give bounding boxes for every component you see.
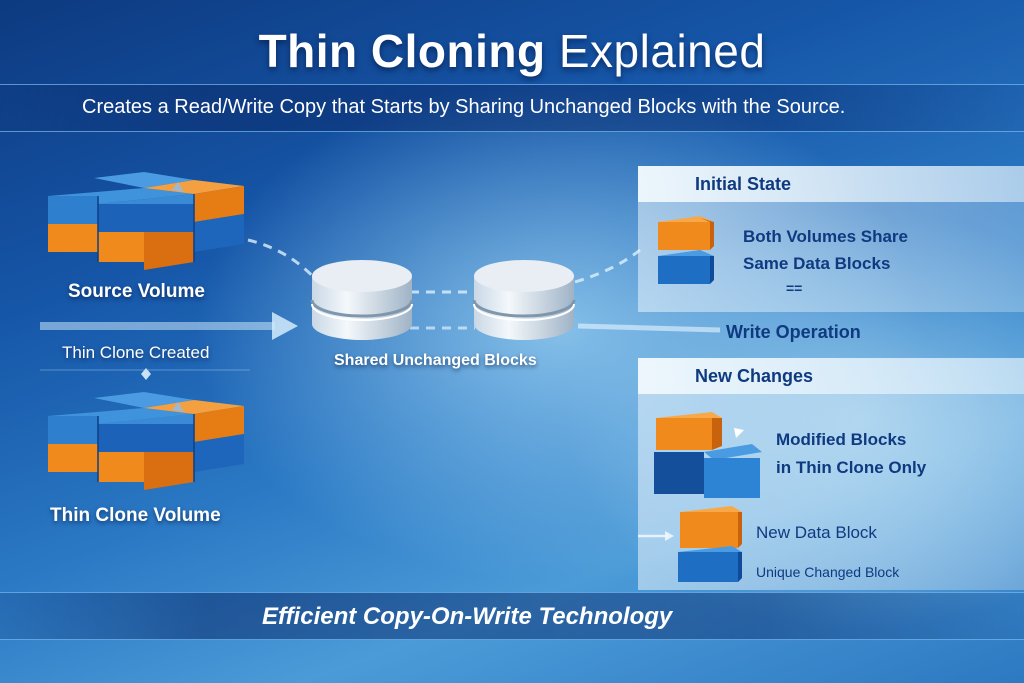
shared-disk-right-icon xyxy=(472,258,576,342)
title-bold: Thin Cloning xyxy=(258,25,546,77)
write-operation-label: Write Operation xyxy=(726,322,861,342)
modified-blocks-line1: Modified Blocks xyxy=(776,430,907,449)
modified-blocks-line2: in Thin Clone Only xyxy=(776,458,927,477)
new-changes-heading: New Changes xyxy=(695,366,814,386)
footer-band: Efficient Copy-On-Write Technology xyxy=(0,592,1024,640)
initial-state-line2: Same Data Blocks xyxy=(743,254,891,273)
modified-blocks-icon xyxy=(652,410,764,502)
source-volume-blocks xyxy=(44,166,248,278)
shared-disk-left-icon xyxy=(310,258,414,342)
page-title: Thin Cloning Explained xyxy=(0,24,1024,78)
footer-tagline: Efficient Copy-On-Write Technology xyxy=(262,603,673,630)
new-data-block-label: New Data Block xyxy=(756,523,877,542)
shared-block-stack-icon xyxy=(654,212,722,288)
subtitle: Creates a Read/Write Copy that Starts by… xyxy=(82,96,846,118)
initial-state-header: Initial State xyxy=(638,166,1024,202)
unique-changed-block-label: Unique Changed Block xyxy=(756,564,900,580)
thin-clone-volume-blocks xyxy=(44,386,248,498)
title-light: Explained xyxy=(558,25,766,77)
initial-state-heading: Initial State xyxy=(695,174,792,194)
new-changes-header: New Changes xyxy=(638,358,1024,394)
new-data-block-icon xyxy=(676,504,748,584)
initial-state-line1: Both Volumes Share xyxy=(743,227,908,246)
thin-clone-volume-label: Thin Clone Volume xyxy=(50,505,221,526)
subtitle-band: Creates a Read/Write Copy that Starts by… xyxy=(0,84,1024,132)
source-volume-label: Source Volume xyxy=(68,281,205,302)
shared-blocks-label: Shared Unchanged Blocks xyxy=(334,352,537,369)
equals-symbol: == xyxy=(786,280,803,296)
thin-clone-created-label: Thin Clone Created xyxy=(62,343,210,362)
